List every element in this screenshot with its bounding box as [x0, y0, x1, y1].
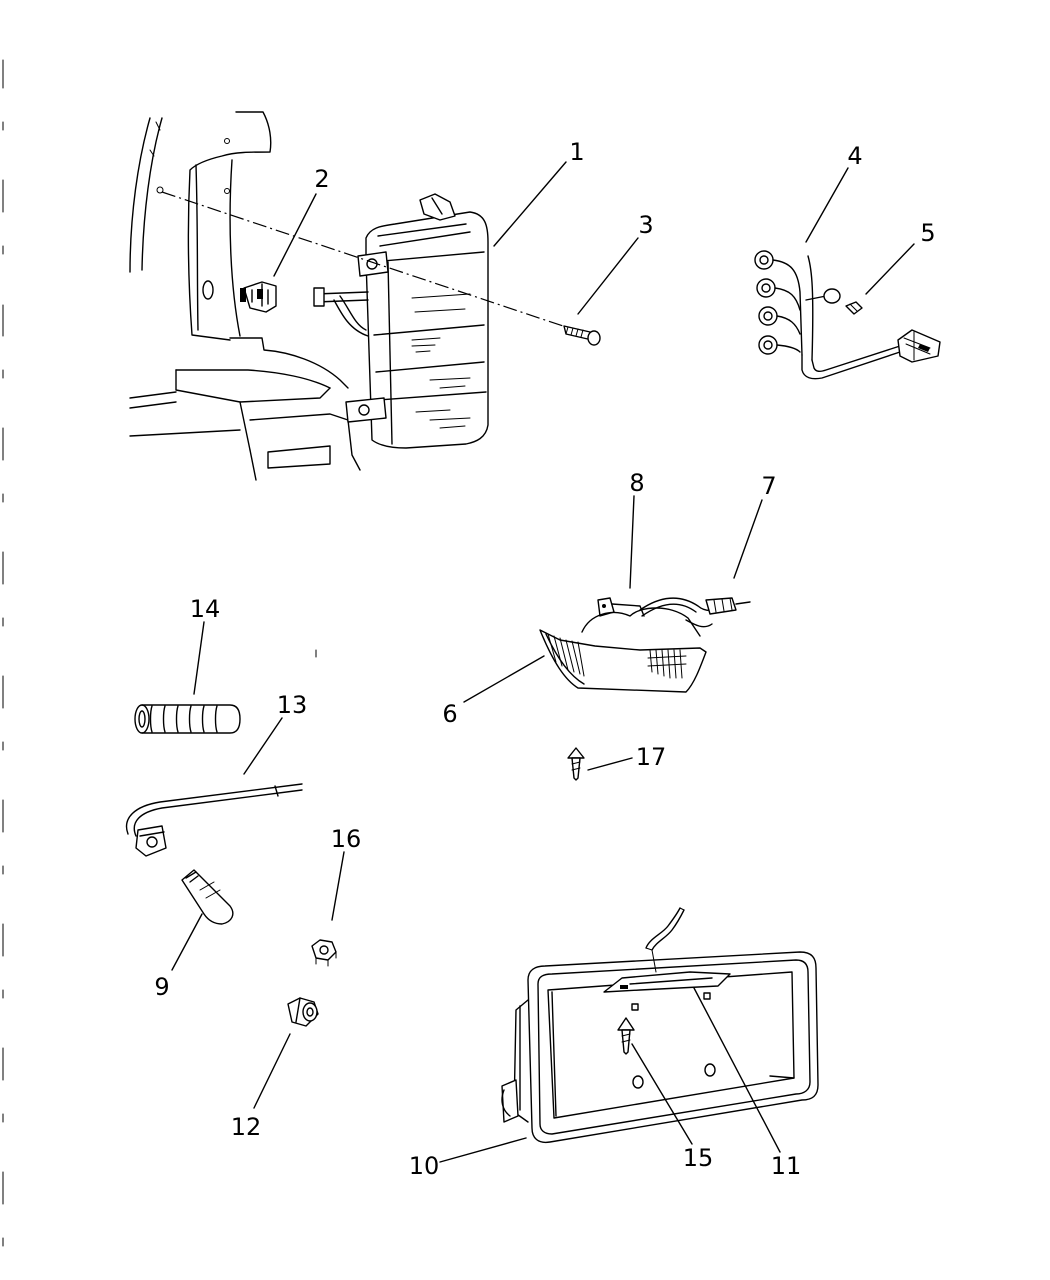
bulb-part-5: [845, 301, 863, 315]
leader-4: [805, 167, 849, 243]
vehicle-body-rear: [129, 111, 361, 481]
callout-8: 8: [629, 469, 645, 497]
clip-part-2: [240, 281, 277, 313]
bulb-part-9: [181, 869, 234, 925]
leader-6: [463, 655, 545, 703]
edge-marks: [2, 59, 317, 1247]
leader-10: [439, 1137, 527, 1163]
callout-15: 15: [682, 1144, 714, 1172]
callout-14: 14: [189, 595, 221, 623]
leader-2: [273, 193, 317, 277]
callout-5: 5: [920, 219, 936, 247]
callout-6: 6: [442, 700, 458, 728]
leader-13: [243, 717, 283, 775]
nut-part-16: [311, 939, 337, 967]
leader-7: [733, 499, 763, 579]
leader-11: [693, 987, 781, 1153]
leader-16: [331, 851, 345, 921]
nut-part-12: [287, 997, 319, 1027]
leader-12: [253, 1033, 291, 1109]
callout-12: 12: [230, 1113, 262, 1141]
harness-part-4: [754, 250, 941, 380]
leader-1: [493, 161, 567, 247]
leader-17: [587, 757, 633, 771]
connector-part-7: [705, 597, 751, 615]
leader-9: [171, 913, 203, 971]
leader-3: [577, 237, 639, 315]
screw-part-3: [563, 325, 601, 346]
leader-5: [865, 243, 915, 295]
leader-14: [193, 621, 205, 695]
callout-9: 9: [154, 973, 170, 1001]
socket-part-13: [125, 783, 303, 857]
callout-2: 2: [314, 165, 330, 193]
callout-4: 4: [847, 142, 863, 170]
callout-10: 10: [408, 1152, 440, 1180]
leader-lines: [171, 161, 915, 1163]
plate-lamp-part-11: [603, 907, 731, 993]
screw-part-15: [617, 1017, 635, 1055]
callout-17: 17: [635, 743, 667, 771]
callout-3: 3: [638, 211, 654, 239]
leader-15: [631, 1043, 693, 1145]
leader-8: [629, 495, 635, 589]
callout-13: 13: [276, 691, 308, 719]
tail-lamp-part-1: [313, 193, 489, 449]
screw-part-17: [567, 747, 585, 781]
callout-1: 1: [569, 138, 585, 166]
sleeve-part-14: [134, 704, 241, 734]
callout-7: 7: [761, 472, 777, 500]
lamp-part-6: [539, 597, 707, 693]
plate-bracket-part-10: [501, 951, 819, 1144]
callout-11: 11: [770, 1152, 802, 1180]
callout-16: 16: [330, 825, 362, 853]
install-line-1: [161, 191, 576, 331]
